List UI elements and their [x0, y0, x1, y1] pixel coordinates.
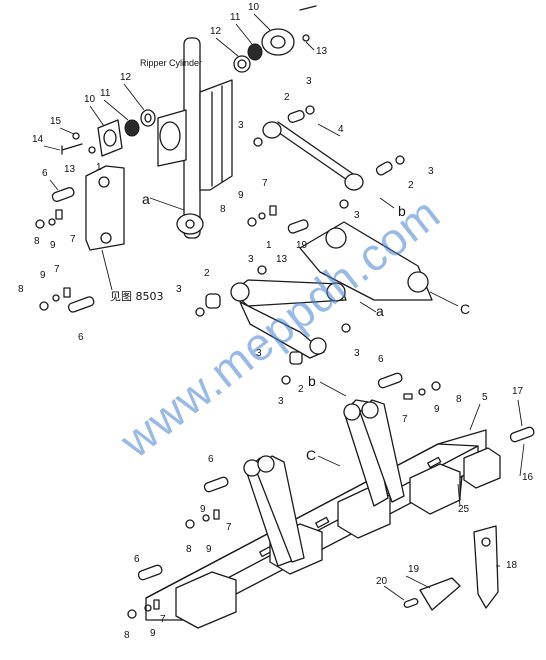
callout-6-mid-low: 6	[208, 454, 214, 465]
callout-9-right: 9	[434, 404, 440, 415]
callout-12-left: 12	[120, 72, 132, 83]
callout-16: 16	[522, 472, 534, 483]
ripper-link-group	[195, 219, 433, 385]
callout-13-mid: 13	[276, 254, 288, 265]
callout-8-mid: 8	[220, 204, 226, 215]
bush-2-lower	[289, 351, 303, 365]
callout-3-mid2: 3	[248, 254, 254, 265]
callout-7-low: 7	[54, 264, 60, 275]
ripper-beam-group	[35, 205, 535, 629]
bush-2-left	[205, 293, 221, 309]
callout-6-low: 6	[78, 332, 84, 343]
reference-lines	[101, 197, 459, 467]
link-rod-group	[253, 105, 405, 209]
callout-3-right: 3	[428, 166, 434, 177]
callout-7-mid: 7	[262, 178, 268, 189]
ripper-cylinder-group	[51, 5, 317, 313]
callout-19-bottom: 19	[408, 564, 420, 575]
callout-13: 13	[316, 46, 328, 57]
bush-12-left	[140, 109, 156, 127]
pin-6-lower	[67, 296, 95, 313]
bush-12-top	[233, 55, 251, 73]
callout-1-mid: 1	[266, 240, 272, 251]
callout-8-low: 8	[18, 284, 24, 295]
see-figure-label: 见图 8503	[110, 290, 164, 303]
callout-9-mid-low-2: 9	[206, 544, 212, 555]
ring-11-left	[124, 119, 140, 137]
callout-2-right: 2	[408, 180, 414, 191]
tooth-19	[419, 577, 461, 611]
cylinder-bracket	[199, 79, 233, 191]
callout-9-mid: 9	[238, 190, 244, 201]
callout-6-right: 6	[378, 354, 384, 365]
callout-3-b: 3	[354, 210, 360, 221]
callout-3-left-mid: 3	[176, 284, 182, 295]
callout-3-top: 3	[306, 76, 312, 87]
shank-pocket-5	[463, 447, 501, 489]
letter-c-1: C	[460, 301, 470, 317]
callout-2-top: 2	[284, 92, 290, 103]
callout-8-mid-low: 8	[186, 544, 192, 555]
callout-6-top: 6	[42, 168, 48, 179]
shank-pocket-1	[175, 571, 237, 629]
callout-2-mid: 2	[204, 268, 210, 279]
callout-9-low: 9	[40, 270, 46, 281]
callout-25: 25	[458, 504, 470, 515]
callout-19: 19	[296, 240, 308, 251]
callout-3-mid: 3	[238, 120, 244, 131]
ring-11-top	[247, 43, 263, 61]
callout-11: 11	[230, 12, 241, 23]
callout-9-left: 9	[50, 240, 56, 251]
callout-6-bottom: 6	[134, 554, 140, 565]
letter-a-2: a	[376, 303, 384, 319]
callout-11-left: 11	[100, 88, 111, 99]
callout-8-right: 8	[456, 394, 462, 405]
letter-b-2: b	[308, 373, 316, 389]
cap-10-left	[97, 119, 123, 157]
callout-7-bottom: 7	[160, 614, 166, 625]
link-19-lower	[239, 301, 325, 359]
callout-7-left: 7	[70, 234, 76, 245]
callout-4: 4	[338, 124, 344, 135]
callout-10: 10	[248, 2, 260, 13]
callout-18: 18	[506, 560, 518, 571]
callout-8-left: 8	[34, 236, 40, 247]
callout-3-low-left: 3	[256, 348, 262, 359]
callout-13-left: 13	[64, 164, 76, 175]
callout-15: 15	[50, 116, 62, 127]
pin-6-upper	[51, 186, 75, 202]
callout-3-bottom: 3	[278, 396, 284, 407]
callout-1: 1	[96, 162, 102, 173]
link-rod-4	[271, 121, 357, 183]
callout-7-right: 7	[402, 414, 408, 425]
callout-5: 5	[482, 392, 488, 403]
callout-17: 17	[512, 386, 524, 397]
ripper-cylinder-label: Ripper Cylinder	[140, 58, 202, 68]
cap-10-top	[261, 28, 295, 56]
rod-end-eye	[176, 213, 204, 235]
callout-3-low-right: 3	[354, 348, 360, 359]
callout-10-left: 10	[84, 94, 96, 105]
callout-2-low: 2	[298, 384, 304, 395]
shank-pocket-4	[409, 463, 461, 515]
callout-12: 12	[210, 26, 222, 37]
callout-9-bottom: 9	[150, 628, 156, 639]
callout-20: 20	[376, 576, 388, 587]
letter-c-2: C	[306, 447, 316, 463]
callout-14: 14	[32, 134, 44, 145]
callout-7-mid-low: 7	[226, 522, 232, 533]
callout-8-bottom: 8	[124, 630, 130, 641]
callouts: 10 11 12 13 12 11 10 15 14 13 1 6 7 8 9 …	[18, 2, 534, 641]
shank-18	[473, 525, 499, 609]
letter-b-1: b	[398, 203, 406, 219]
bracket-plate	[85, 165, 125, 251]
leader-lines	[43, 13, 525, 601]
letter-a-1: a	[142, 191, 150, 207]
callout-9-mid-low: 9	[200, 504, 206, 515]
